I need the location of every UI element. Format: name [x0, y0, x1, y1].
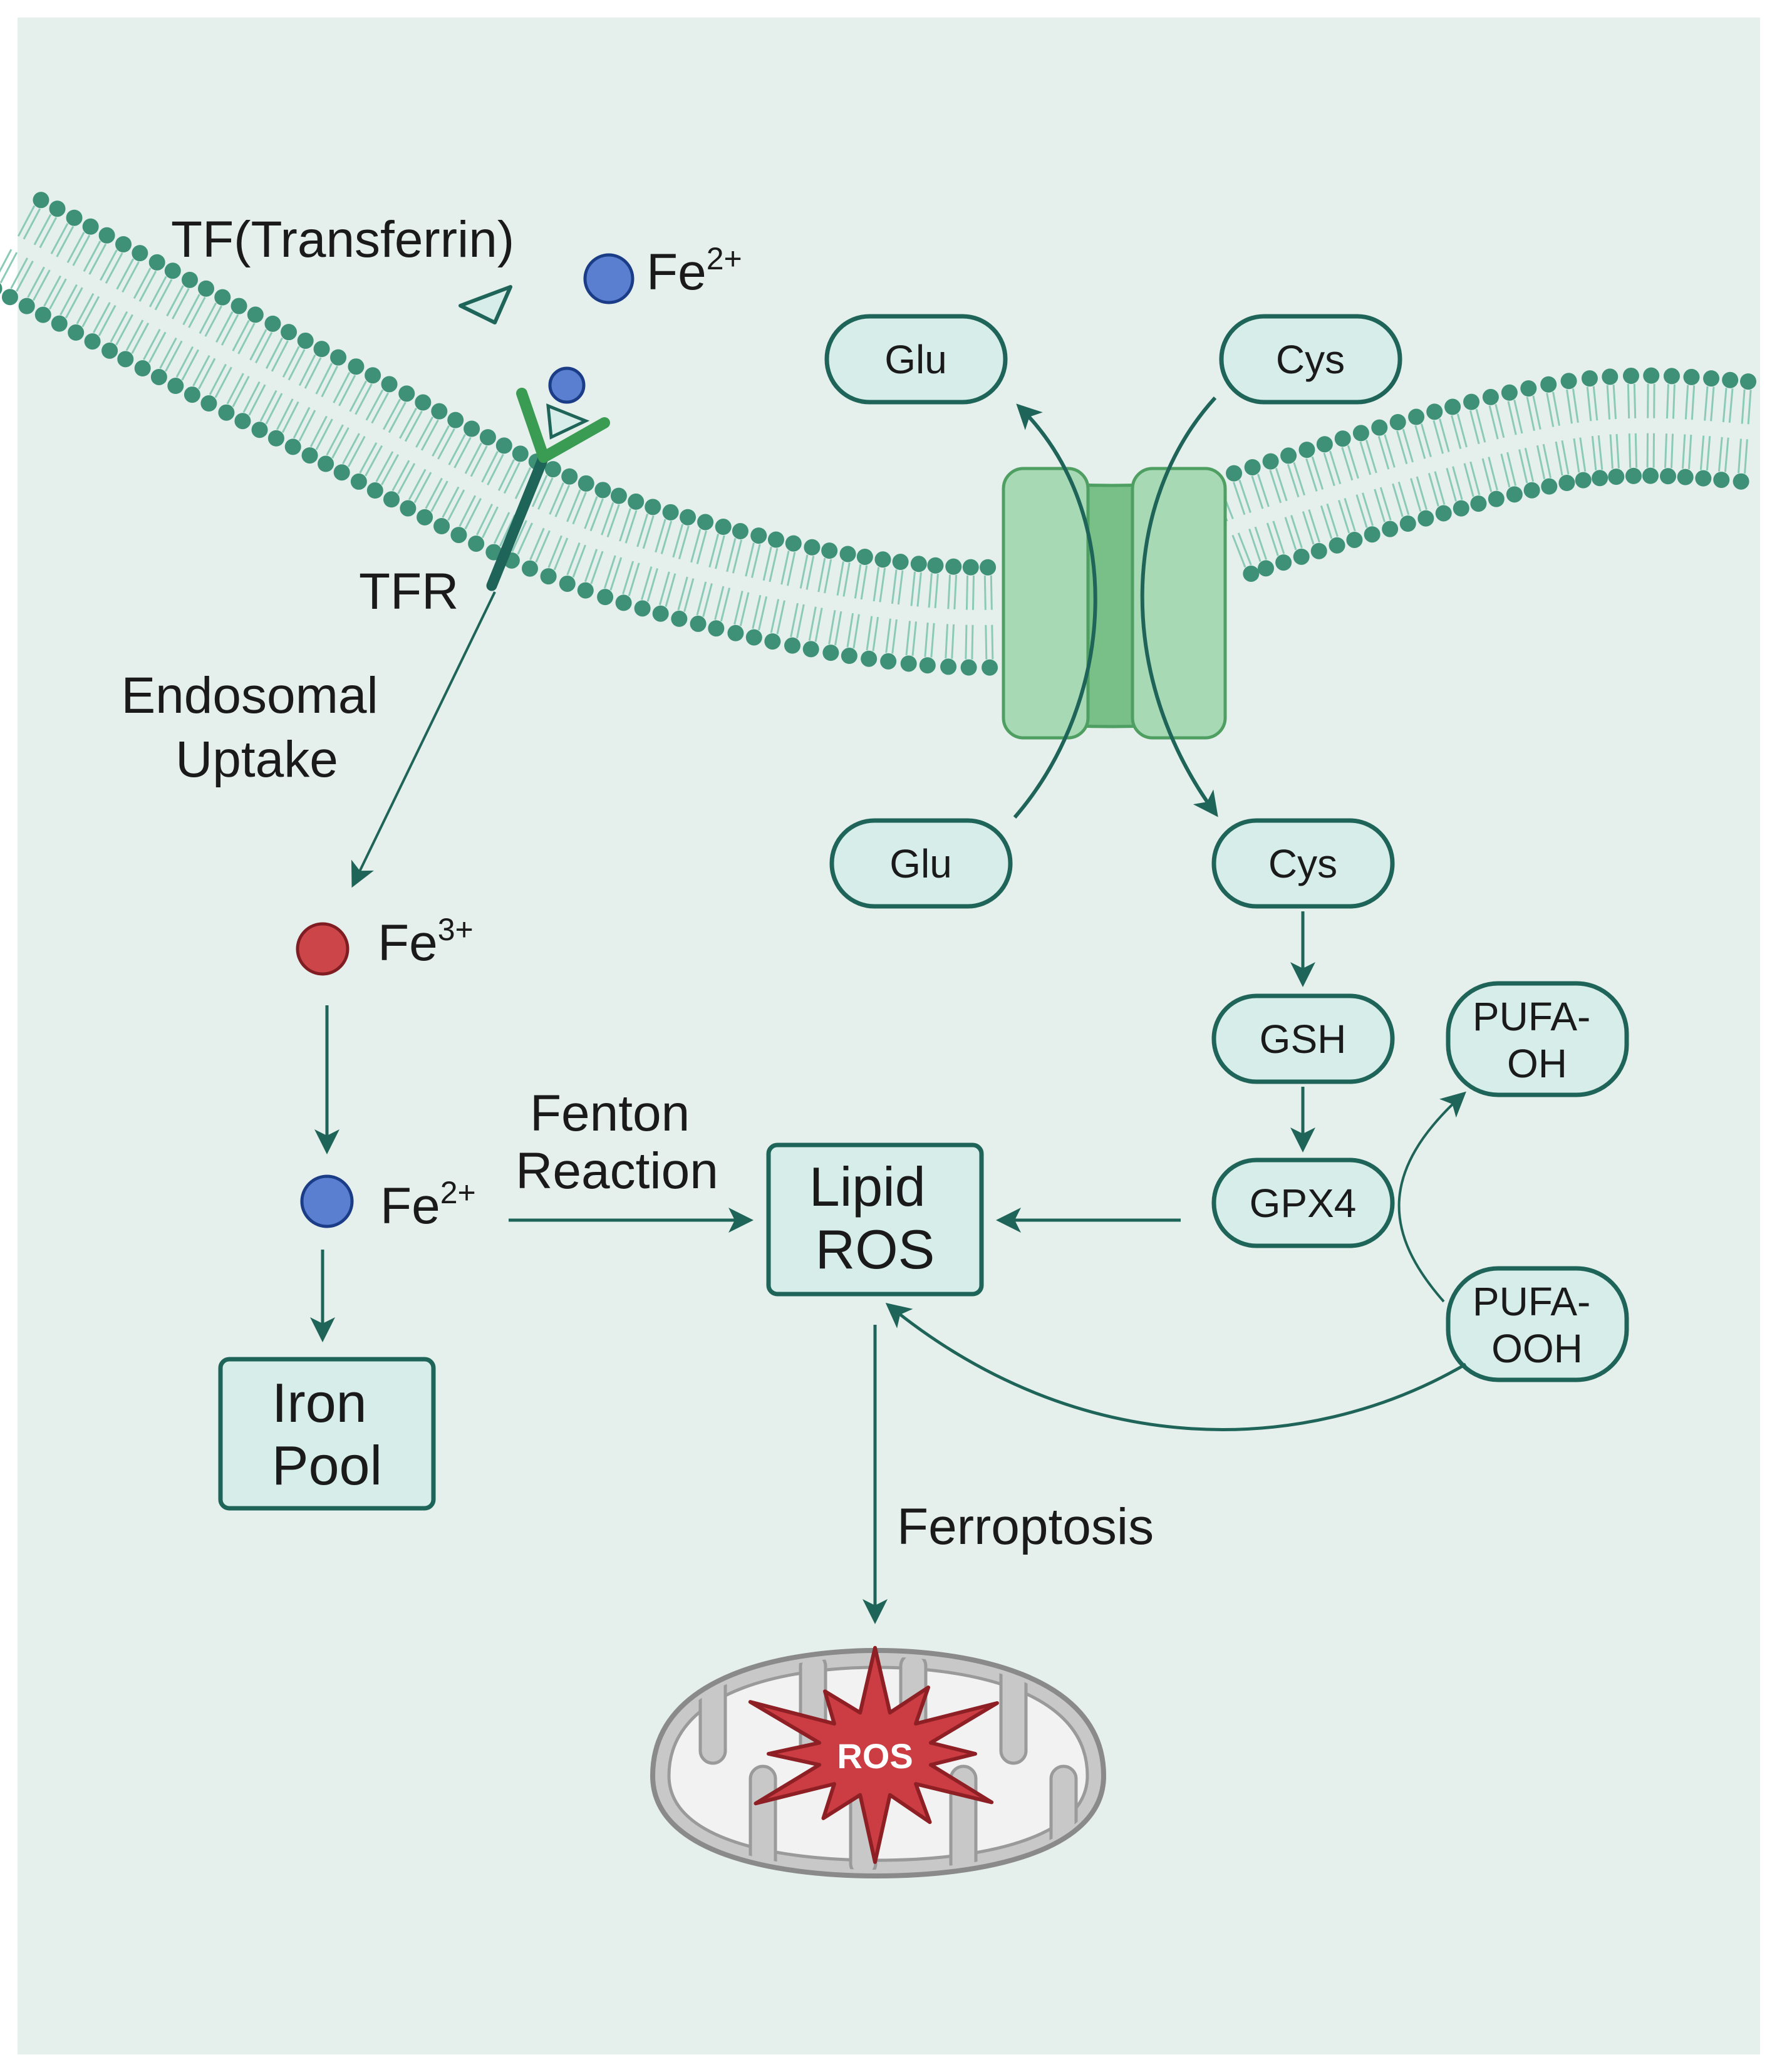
cys-intracellular-node: [1211, 818, 1395, 909]
cys-extracellular-label: Cys: [1276, 337, 1345, 382]
lipid-ros-label: Lipid ROS: [809, 1156, 941, 1280]
fe2-ion-intracellular-icon: [300, 1174, 354, 1228]
glu-intracellular-node: [829, 818, 1013, 909]
glu-extracellular-label: Glu: [884, 337, 947, 382]
tf-label: TF(Transferrin): [171, 211, 514, 268]
pufa-oh-label: PUFA- OH: [1473, 994, 1602, 1086]
gsh-label: GSH: [1260, 1017, 1347, 1062]
cys-import-arrow: [1140, 396, 1218, 817]
pufa-oh-node: [1446, 981, 1629, 1097]
cys-extracellular-node: [1219, 314, 1402, 405]
glu-export-arrow: [1013, 403, 1097, 819]
tfr-label: TFR: [359, 563, 458, 620]
pufa-ooh-to-pufa-oh-arrow: [1397, 1091, 1466, 1303]
cell-membrane: [0, 192, 1757, 676]
fe2-intracellular-label: Fe2+: [380, 1175, 476, 1235]
fe2-extracellular-label: Fe2+: [646, 241, 742, 301]
pufa-ooh-node: [1446, 1266, 1629, 1382]
ros-burst-icon: [748, 1645, 999, 1864]
ros-label: ROS: [837, 1736, 913, 1776]
fe3-label: Fe3+: [378, 912, 474, 971]
fe3-ion-icon: [296, 922, 350, 976]
pufa-ooh-label: PUFA- OOH: [1473, 1279, 1602, 1371]
iron-pool-label: Iron Pool: [272, 1372, 382, 1496]
system-xc-antiporter-icon: [1002, 467, 1227, 740]
lipid-ros-box: [766, 1142, 984, 1297]
transferrin-icon: [458, 285, 512, 324]
tfr-receptor-icon: [486, 366, 610, 591]
fe2-ion-extracellular-icon: [583, 253, 635, 304]
ferroptosis-label: Ferroptosis: [897, 1498, 1154, 1555]
gsh-node: [1211, 993, 1395, 1084]
gpx4-node: [1211, 1158, 1395, 1248]
glu-extracellular-node: [824, 314, 1008, 405]
endosomal-uptake-label: Endosomal Uptake: [121, 667, 392, 788]
pufa-ooh-to-lipid-ros-arrow: [885, 1302, 1467, 1431]
fenton-reaction-label: Fenton Reaction: [515, 1085, 718, 1199]
cys-intracellular-label: Cys: [1268, 841, 1337, 886]
glu-intracellular-label: Glu: [889, 841, 952, 886]
iron-pool-box: [218, 1357, 436, 1511]
gpx4-label: GPX4: [1250, 1181, 1357, 1226]
endosomal-uptake-arrow: [351, 591, 496, 888]
